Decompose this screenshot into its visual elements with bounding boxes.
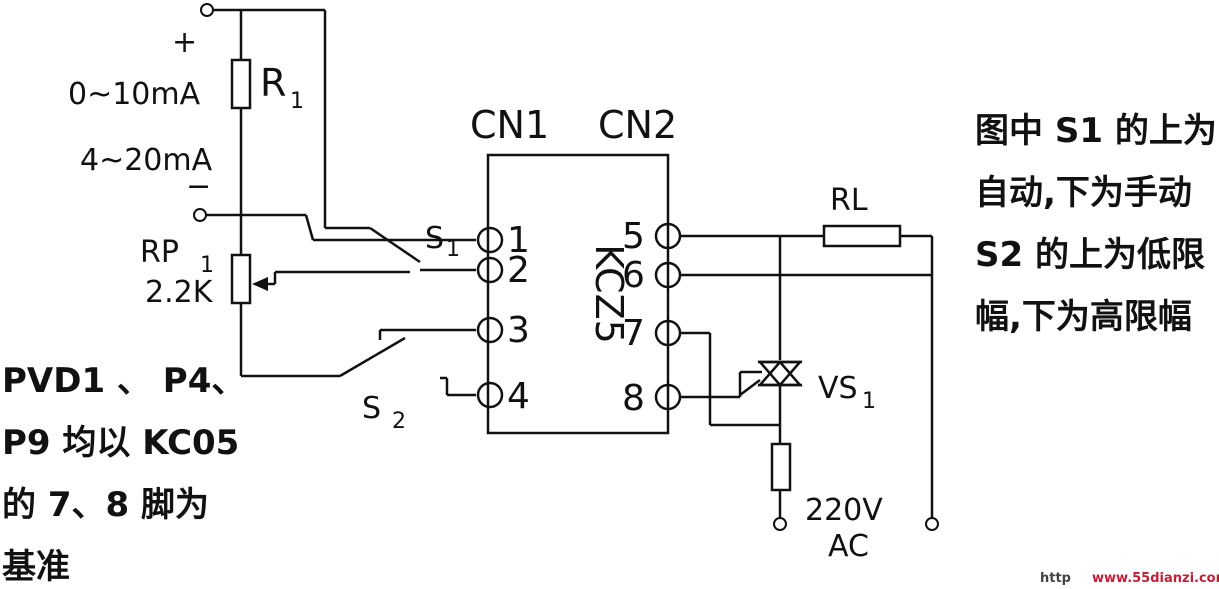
left-note-line-4: 基准: [2, 547, 70, 587]
s1-label: S: [425, 221, 444, 256]
input-section: [193, 3, 476, 378]
watermark: http www.55dianzi.com: [1040, 571, 1219, 586]
right-note-line-1: 图中 S1 的上为: [975, 111, 1217, 151]
cn1-label: CN1: [470, 103, 549, 147]
pin-label-2: 2: [507, 250, 530, 291]
input-terminal-positive: [200, 3, 214, 17]
watermark-prefix: http: [1040, 571, 1071, 586]
pin-label-8: 8: [622, 378, 645, 419]
vs1-subscript: 1: [862, 389, 876, 414]
ic-body: [486, 153, 670, 435]
pin-label-1: 1: [507, 220, 530, 261]
switch-s1: [369, 226, 476, 274]
vs1-label: VS: [818, 371, 858, 406]
left-note-line-1: PVD1 、 P4、: [2, 361, 245, 401]
rp1-subscript: 1: [200, 253, 214, 278]
resistor-rl: [822, 224, 902, 248]
resistor-r1: [230, 58, 252, 110]
left-note-line-3: 的 7、8 脚为: [2, 485, 209, 525]
pin-label-6: 6: [622, 255, 645, 296]
ic-kcz5: [476, 153, 682, 435]
pin-label-5: 5: [622, 216, 645, 257]
pin-1-circle: [476, 226, 504, 254]
rl-label: RL: [830, 183, 868, 218]
right-note-line-4: 幅,下为高限幅: [975, 297, 1192, 337]
cn2-label: CN2: [598, 103, 677, 147]
pin-label-4: 4: [507, 376, 530, 417]
wiper-arrow: [252, 277, 268, 291]
fuse: [770, 442, 792, 492]
rp1-label: RP: [140, 235, 179, 270]
rp1-value: 2.2K: [145, 275, 214, 310]
ac-label: AC: [828, 529, 869, 564]
pin-label-3: 3: [507, 310, 530, 351]
ic-name: KCZ5: [587, 244, 631, 344]
r1-label: R: [260, 61, 286, 105]
pin-3-circle: [476, 316, 504, 344]
watermark-site: www.55dianzi.com: [1092, 571, 1219, 586]
potentiometer-rp1: [230, 253, 252, 305]
r1-subscript: 1: [290, 89, 304, 114]
right-note-line-3: S2 的上为低限: [975, 235, 1205, 275]
pin-4-circle: [476, 381, 504, 409]
right-note: 图中 S1 的上为 自动,下为手动 S2 的上为低限 幅,下为高限幅: [975, 111, 1217, 337]
input-terminal-negative: [193, 208, 207, 222]
switch-s2: [339, 328, 476, 397]
pin-label-7: 7: [622, 313, 645, 354]
left-note: PVD1 、 P4、 P9 均以 KC05 的 7、8 脚为 基准: [2, 361, 245, 587]
left-note-line-2: P9 均以 KC05: [2, 423, 239, 463]
ac-voltage-label: 220V: [805, 493, 883, 528]
plus-sign: +: [172, 25, 197, 60]
s1-subscript: 1: [446, 237, 460, 262]
minus-sign: −: [186, 169, 211, 204]
ac-terminal-right: [925, 517, 939, 531]
right-note-line-2: 自动,下为手动: [975, 173, 1192, 213]
ac-terminal-left: [773, 517, 787, 531]
range-label-2: 4~20mA: [80, 143, 213, 178]
triac-vs1: [739, 360, 803, 396]
pin-2-circle: [476, 256, 504, 284]
s2-subscript: 2: [392, 409, 406, 434]
s2-label: S: [362, 391, 381, 426]
range-label-1: 0~10mA: [68, 77, 201, 112]
load-section: [680, 224, 939, 531]
